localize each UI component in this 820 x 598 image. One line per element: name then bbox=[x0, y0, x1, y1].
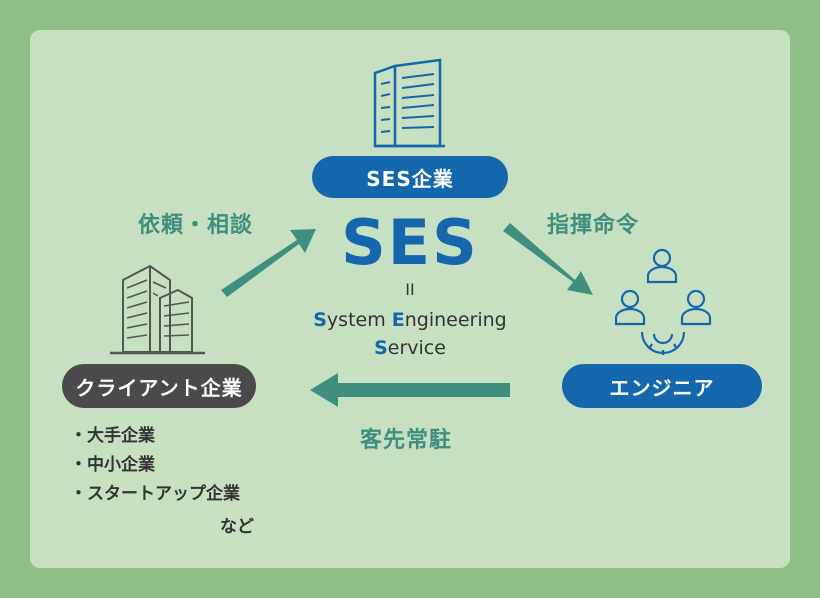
client-examples-list: 大手企業 中小企業 スタートアップ企業 bbox=[70, 422, 240, 509]
office-buildings-icon bbox=[110, 264, 205, 355]
arrow-engineer-to-client bbox=[310, 373, 510, 407]
list-item: スタートアップ企業 bbox=[70, 480, 240, 509]
flow-label-request: 依頼・相談 bbox=[138, 213, 254, 238]
equals-sign: II bbox=[405, 280, 415, 299]
ystem-text: ystem bbox=[326, 309, 392, 331]
engineer-pill: エンジニア bbox=[562, 364, 762, 408]
engineer-label: エンジニア bbox=[609, 375, 715, 400]
client-examples-suffix: など bbox=[220, 517, 254, 537]
ses-fullname-line2: Service bbox=[280, 334, 540, 362]
initial-s: S bbox=[313, 309, 327, 331]
arrow-client-to-ses bbox=[221, 229, 316, 297]
initial-e: E bbox=[391, 309, 405, 331]
initial-s2: S bbox=[374, 337, 388, 359]
ses-fullname-line1: System Engineering bbox=[280, 306, 540, 334]
client-pill: クライアント企業 bbox=[62, 364, 256, 408]
arrow-ses-to-engineer bbox=[503, 223, 593, 295]
list-item: 大手企業 bbox=[70, 422, 240, 451]
ervice-text: ervice bbox=[387, 337, 446, 359]
ses-company-pill: SES企業 bbox=[312, 156, 508, 198]
ses-fullname: System Engineering Service bbox=[280, 306, 540, 362]
client-label: クライアント企業 bbox=[75, 375, 243, 400]
flow-label-command: 指揮命令 bbox=[547, 213, 640, 238]
list-item: 中小企業 bbox=[70, 451, 240, 480]
ngineering-text: ngineering bbox=[404, 309, 507, 331]
flow-label-onsite: 客先常駐 bbox=[360, 428, 453, 453]
ses-acronym: SES bbox=[341, 206, 479, 279]
ses-company-label: SES企業 bbox=[366, 166, 454, 191]
office-tower-icon bbox=[373, 58, 445, 148]
team-gear-icon bbox=[614, 248, 712, 355]
